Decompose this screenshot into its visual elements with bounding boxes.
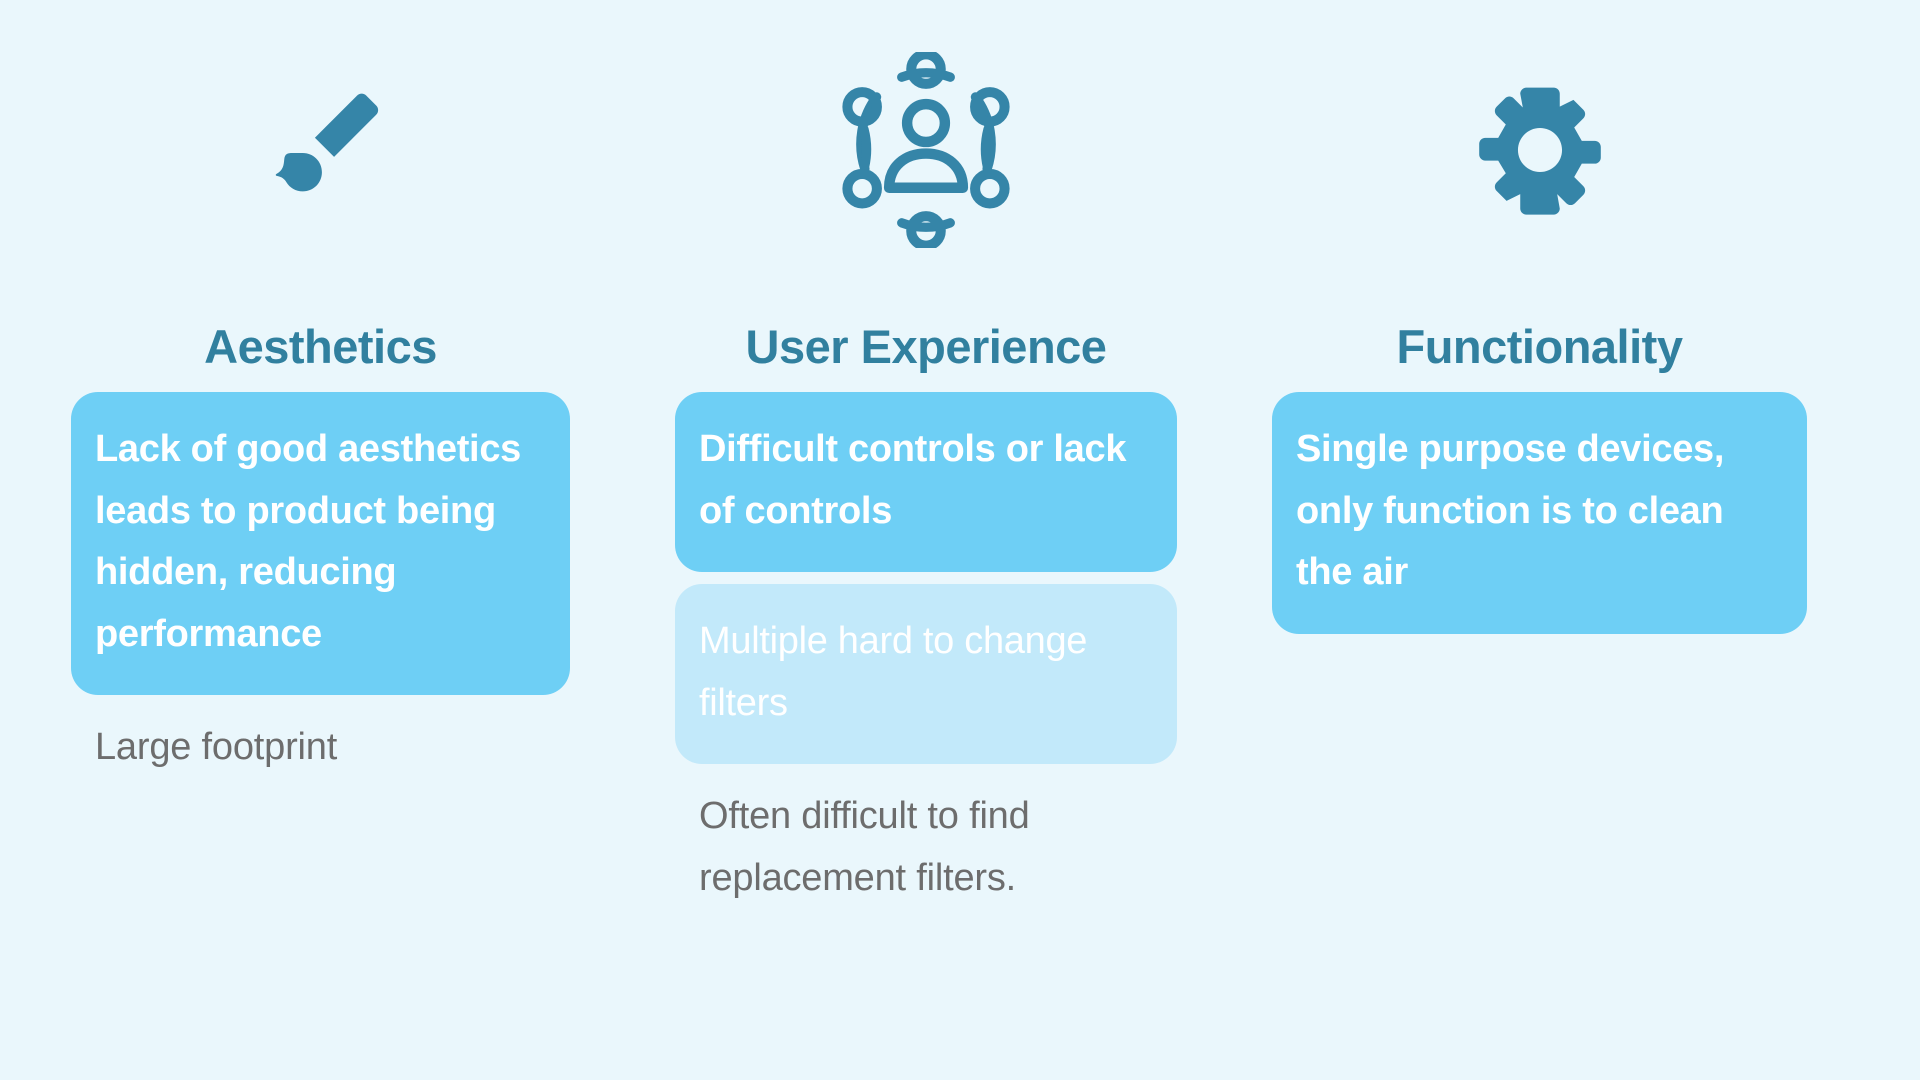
- paintbrush-icon-wrap: [71, 0, 570, 300]
- column-functionality: Functionality Single purpose devices, on…: [1222, 0, 1920, 634]
- heading-functionality: Functionality: [1396, 319, 1683, 373]
- card-user-experience-2: Multiple hard to change filters: [675, 584, 1177, 765]
- user-network-icon: [842, 52, 1010, 248]
- card-aesthetics-1: Lack of good aesthetics leads to product…: [71, 392, 570, 696]
- card-user-experience-1: Difficult controls or lack of controls: [675, 392, 1177, 573]
- column-aesthetics: Aesthetics Lack of good aesthetics leads…: [0, 0, 620, 779]
- column-user-experience: User Experience Difficult controls or la…: [620, 0, 1222, 909]
- paintbrush-icon: [275, 93, 378, 192]
- gear-icon-wrap: [1272, 0, 1807, 300]
- card-functionality-1: Single purpose devices, only function is…: [1272, 392, 1807, 634]
- caption-user-experience: Often difficult to find replacement filt…: [699, 795, 1030, 899]
- user-network-icon-wrap: [675, 0, 1177, 300]
- caption-aesthetics: Large footprint: [95, 726, 338, 769]
- heading-user-experience: User Experience: [745, 319, 1107, 373]
- gear-icon: [1478, 87, 1601, 215]
- heading-aesthetics: Aesthetics: [204, 319, 437, 373]
